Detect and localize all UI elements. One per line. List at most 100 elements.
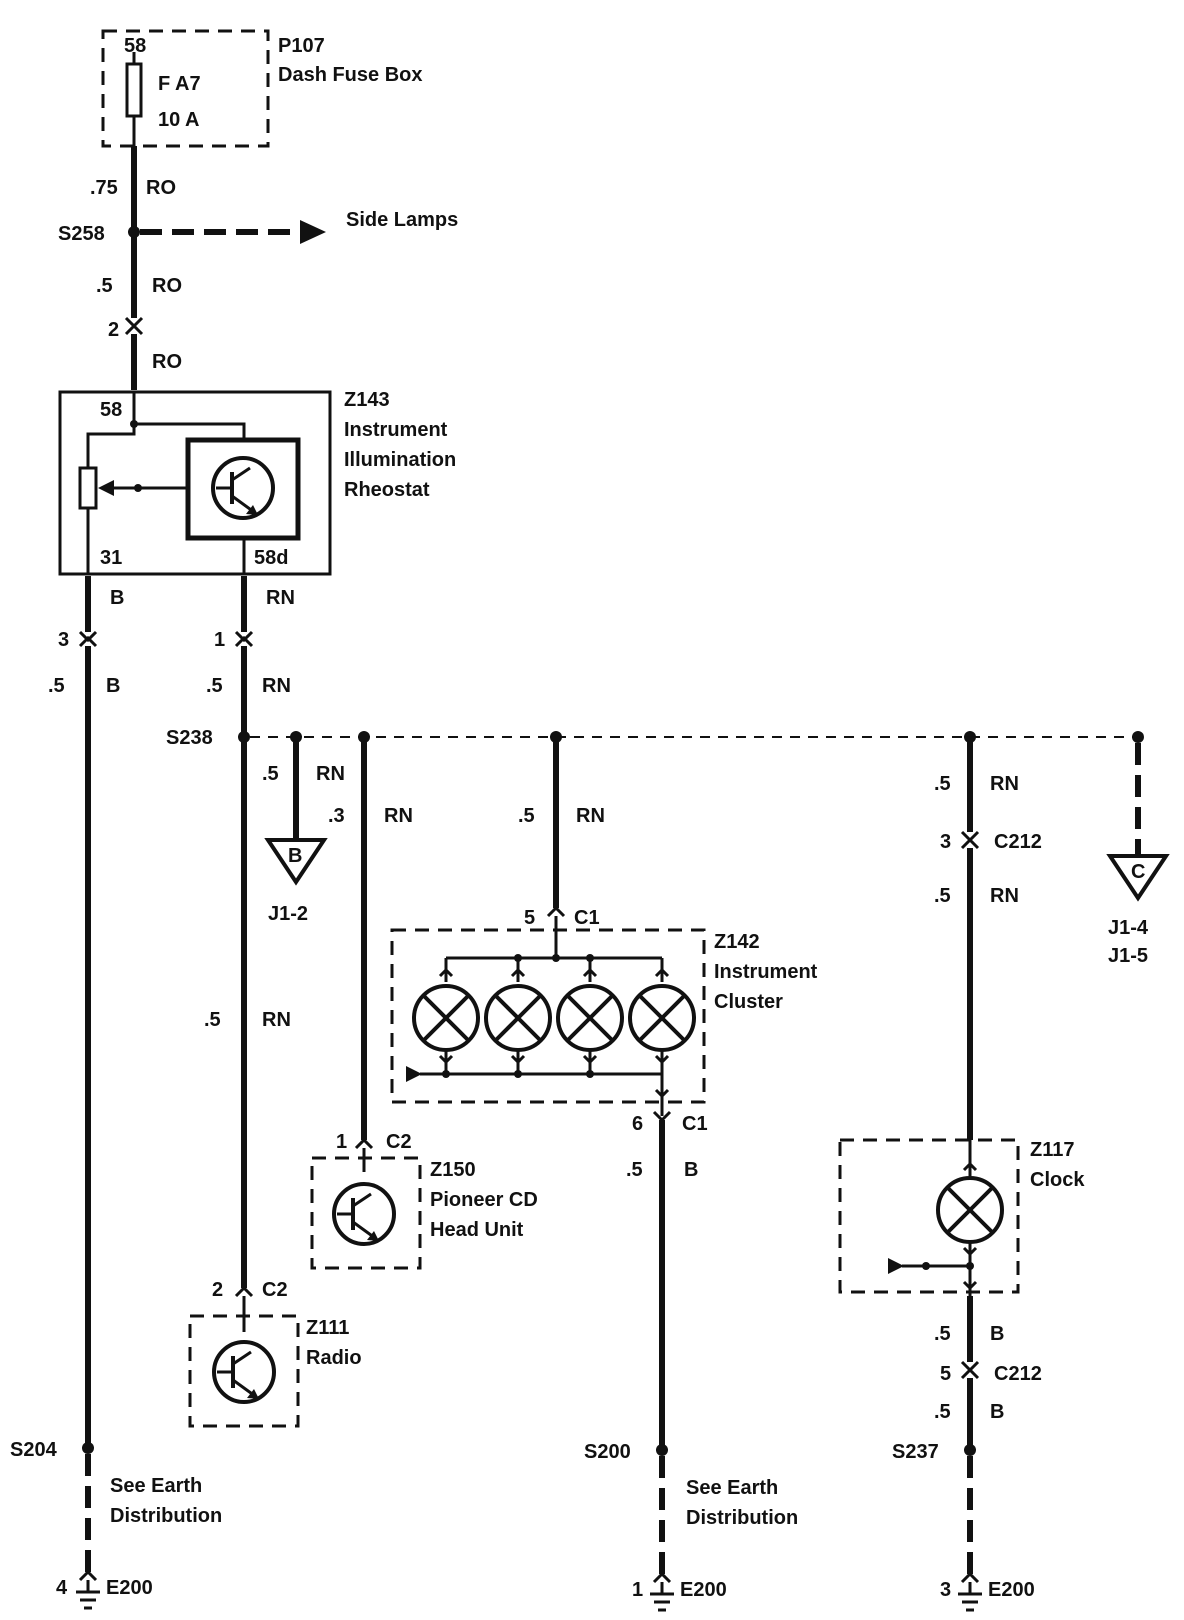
- wire-color-cd: RN: [384, 805, 413, 827]
- connector-c212-bottom-name: C212: [994, 1363, 1042, 1385]
- cluster-outline: [390, 928, 706, 1104]
- j1-2-branch: .5 RN B J1-2: [262, 731, 345, 925]
- clock-id: Z117: [1030, 1139, 1074, 1161]
- ground-right-pin: 3: [940, 1579, 951, 1601]
- connector-cluster-in-pin: 5: [524, 907, 535, 929]
- cd-name-2: Head Unit: [430, 1219, 524, 1241]
- cd-branch: .3 RN 1 C2 Z150 Pioneer CD Head Unit: [310, 731, 538, 1270]
- splice-s237-label: S237: [892, 1441, 939, 1463]
- wire-color-ro-1: RO: [146, 177, 176, 199]
- earth-note-mid-1: See Earth: [686, 1477, 778, 1499]
- splice-s238-dot: [238, 731, 250, 743]
- bulb-icon: [484, 958, 552, 1074]
- wire-size-cd: .3: [328, 805, 345, 827]
- connector-cd-name: C2: [386, 1131, 412, 1153]
- splice-s204-dot: [82, 1442, 94, 1454]
- side-lamps-label: Side Lamps: [346, 209, 458, 231]
- cd-id: Z150: [430, 1159, 476, 1181]
- splice-s258-dot: [128, 226, 140, 238]
- transistor-icon: [211, 456, 275, 520]
- rheostat-name-3: Rheostat: [344, 479, 430, 501]
- cd-head-unit-outline: [310, 1156, 422, 1270]
- radio-id: Z111: [306, 1317, 349, 1339]
- wire-color-jb: RN: [316, 763, 345, 785]
- ground-mid-icon: [650, 1571, 674, 1612]
- potentiometer-icon: [78, 466, 98, 510]
- rheostat-module: [185, 437, 301, 541]
- jumper-b-label: J1-2: [268, 903, 308, 925]
- wire-color-clock-out: B: [990, 1323, 1004, 1345]
- bulb-icon: [412, 958, 480, 1074]
- clock-bulb-icon: [936, 1176, 1004, 1244]
- j1-4-branch: C J1-4 J1-5: [1106, 731, 1170, 967]
- jumper-c-label-2: J1-5: [1108, 945, 1148, 967]
- connector-2-icon: [124, 316, 144, 336]
- wire-size-cluster-out: .5: [626, 1159, 643, 1181]
- connector-c212-top-pin: 3: [940, 831, 951, 853]
- connector-3-icon: [78, 630, 98, 648]
- connector-radio-name: C2: [262, 1279, 288, 1301]
- splice-s200-label: S200: [584, 1441, 631, 1463]
- wire-color-cluster-out: B: [684, 1159, 698, 1181]
- connector-c212-top-name: C212: [994, 831, 1042, 853]
- connector-1-pin: 1: [214, 629, 225, 651]
- instrument-cluster: .5 RN 5 C1: [390, 731, 818, 1612]
- wire-color-clock-bottom: B: [990, 1401, 1004, 1423]
- fuse-box-outline: [101, 29, 270, 148]
- connector-cluster-in-name: C1: [574, 907, 600, 929]
- wire-color-b-1: B: [110, 587, 124, 609]
- jumper-c-label-1: J1-4: [1108, 917, 1149, 939]
- clock-outline: [838, 1138, 1020, 1294]
- connector-cd-icon: [354, 1137, 374, 1150]
- splice-s238-label: S238: [166, 727, 213, 749]
- splice-s237-dot: [964, 1444, 976, 1456]
- rheostat-name-1: Instrument: [344, 419, 448, 441]
- connector-2-pin: 2: [108, 319, 119, 341]
- bulb-icon: [556, 958, 624, 1074]
- rheostat-terminal-58d: 58d: [254, 547, 288, 569]
- rheostat-outline: [58, 390, 332, 576]
- fuse-rating: 10 A: [158, 109, 200, 131]
- connector-c212-top-icon: [960, 830, 980, 850]
- wire-size-left-b: .5: [48, 675, 65, 697]
- main-feed: .75 RO S258 Side Lamps .5 RO 2 RO: [58, 146, 458, 390]
- splice-s200-dot: [656, 1444, 668, 1456]
- ground-left-name: E200: [106, 1577, 153, 1599]
- left-earth-line: B 3 .5 B S204 See Earth Distribution 4 E…: [10, 576, 222, 1610]
- connector-cluster-out-pin: 6: [632, 1113, 643, 1135]
- earth-note-left-1: See Earth: [110, 1475, 202, 1497]
- wire-color-clock-mid: RN: [990, 885, 1019, 907]
- wire-size-075: .75: [90, 177, 118, 199]
- wire-size-clock-out: .5: [934, 1323, 951, 1345]
- connector-cluster-out-name: C1: [682, 1113, 708, 1135]
- ground-mid-pin: 1: [632, 1579, 643, 1601]
- wire-color-clock-top: RN: [990, 773, 1019, 795]
- splice-s204-label: S204: [10, 1439, 58, 1461]
- arrow-right-icon: [300, 220, 326, 244]
- connector-radio-icon: [234, 1285, 254, 1298]
- clock-branch: .5 RN 3 C212 .5 RN Z117 Clock .5 B 5 C21…: [838, 731, 1085, 1612]
- ground-left-icon: [76, 1569, 100, 1610]
- fuse-box-name: Dash Fuse Box: [278, 64, 422, 86]
- jumper-c-icon: [1106, 854, 1170, 902]
- wire-color-ro-3: RO: [152, 351, 182, 373]
- ground-right-icon: [958, 1571, 982, 1612]
- radio-outline: [188, 1314, 300, 1428]
- wire-color-cluster: RN: [576, 805, 605, 827]
- wire-size-jb: .5: [262, 763, 279, 785]
- cd-name-1: Pioneer CD: [430, 1189, 538, 1211]
- rheostat: 58 31 58d Z143 Instrument Illumination R…: [58, 389, 456, 576]
- wire-color-rn-2: RN: [262, 675, 291, 697]
- connector-radio-pin: 2: [212, 1279, 223, 1301]
- jumper-c-letter: C: [1131, 861, 1145, 883]
- splice-s258-label: S258: [58, 223, 105, 245]
- earth-note-mid-2: Distribution: [686, 1507, 798, 1529]
- wire-size-rn-1: .5: [206, 675, 223, 697]
- radio-transistor-icon: [212, 1340, 276, 1404]
- connector-cd-pin: 1: [336, 1131, 347, 1153]
- connector-cluster-in-icon: [546, 905, 566, 918]
- radio-name: Radio: [306, 1347, 362, 1369]
- rn-trunk: RN 1 .5 RN S238 .5 RN: [166, 576, 295, 1288]
- fuse-terminal: 58: [124, 35, 146, 57]
- wire-color-ro-2: RO: [152, 275, 182, 297]
